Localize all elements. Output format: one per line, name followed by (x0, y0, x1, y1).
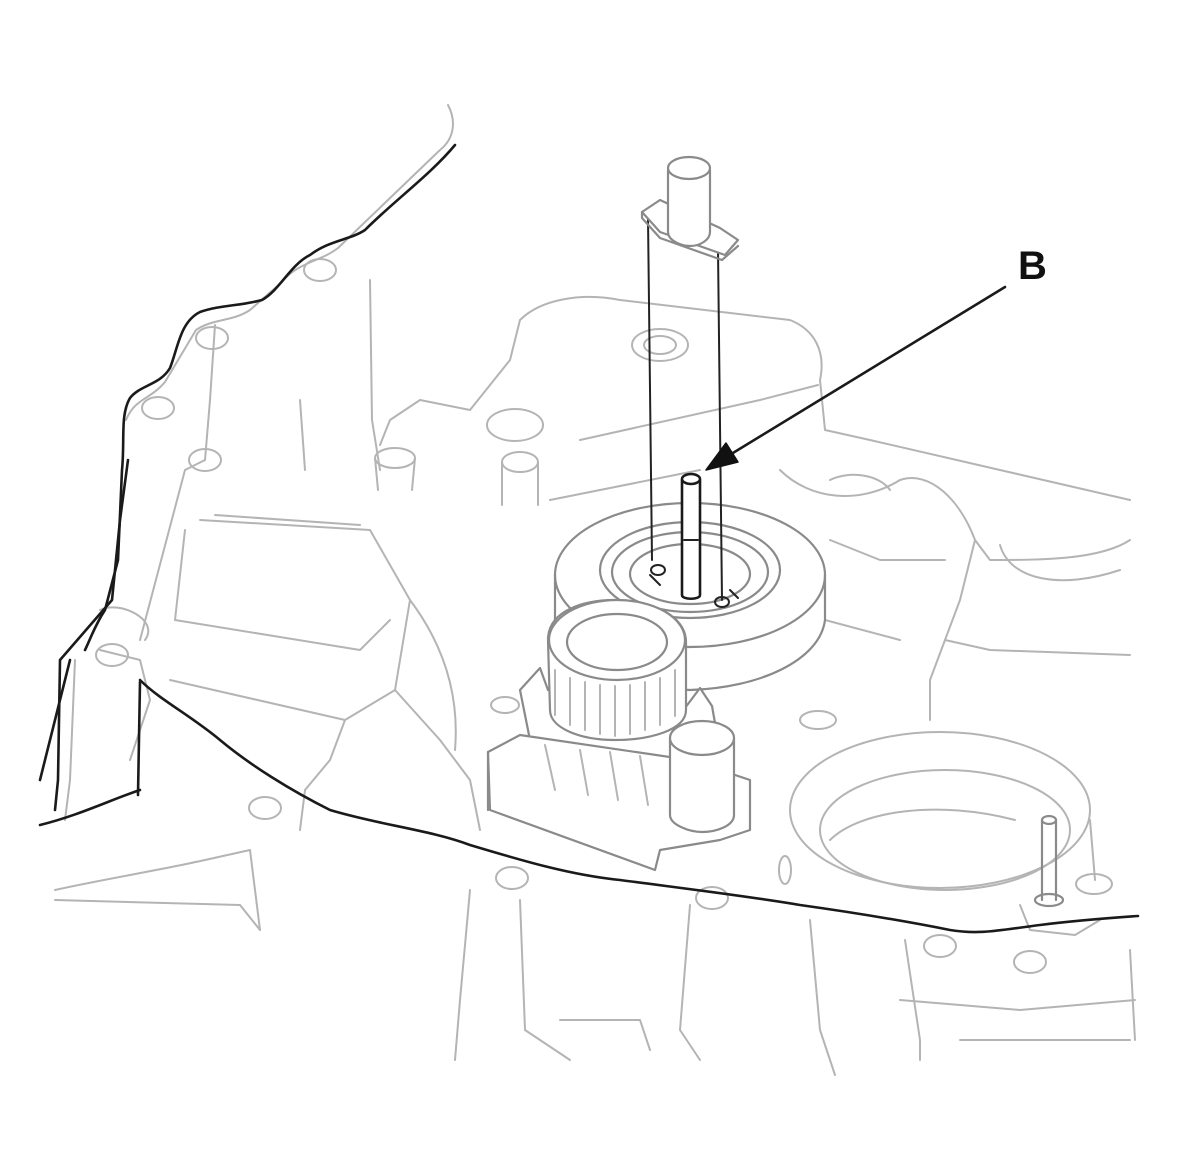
callout-label-b: B (1018, 244, 1047, 288)
dowel-pin-b (680, 472, 702, 601)
drive-gear (518, 598, 720, 772)
transmission-housing (54, 104, 1136, 1076)
case-flange-outline (38, 143, 1140, 934)
callout-b-leader (705, 285, 1007, 471)
exploded-sensor (640, 155, 740, 601)
lower-bracket (486, 719, 752, 872)
